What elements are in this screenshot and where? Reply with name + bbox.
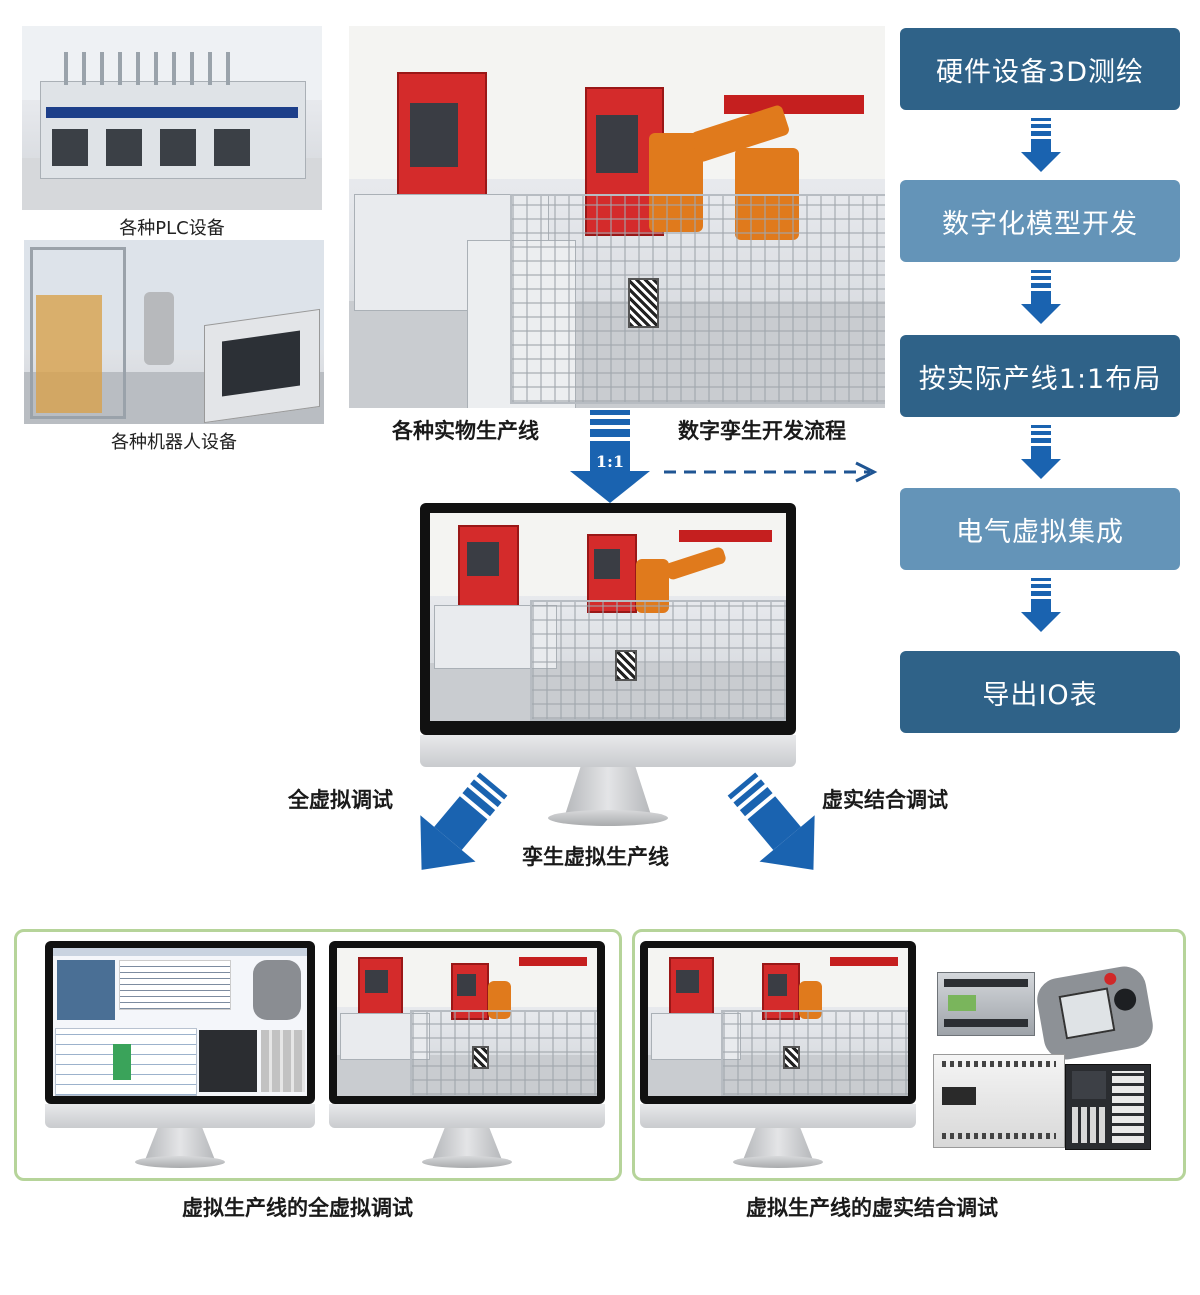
- flow-step-3d-survey: 硬件设备3D测绘: [900, 28, 1180, 110]
- flow-arrow-icon: [1020, 270, 1062, 326]
- dashed-arrow-icon: [660, 460, 890, 484]
- production-line-caption: 各种实物生产线: [392, 415, 539, 445]
- full-virtual-panel: [14, 929, 622, 1181]
- virtual-real-panel: [632, 929, 1186, 1181]
- flow-step-export-io: 导出IO表: [900, 651, 1180, 733]
- plc-caption: 各种PLC设备: [22, 214, 322, 240]
- cnc-controller-icon: [1065, 1064, 1151, 1150]
- flow-arrow-icon: [1020, 118, 1062, 174]
- teach-pendant-icon: [1034, 963, 1157, 1063]
- flow-step-layout: 按实际产线1:1布局: [900, 335, 1180, 417]
- ratio-label: 1:1: [565, 452, 655, 471]
- virtual-line-screen: [337, 948, 597, 1096]
- branch-left-label: 全虚拟调试: [288, 784, 393, 814]
- plc-module-icon: [937, 972, 1035, 1036]
- arrow-down-left-icon: [400, 770, 510, 890]
- plc-equipment-photo: [22, 26, 322, 210]
- robot-equipment-photo: [24, 240, 324, 424]
- arrow-down-right-icon: [725, 770, 835, 890]
- flow-arrow-icon: [1020, 425, 1062, 481]
- flow-step-digital-model: 数字化模型开发: [900, 180, 1180, 262]
- twin-line-label: 孪生虚拟生产线: [522, 841, 669, 871]
- hmi-software-screen: [53, 948, 307, 1096]
- mitsubishi-plc-icon: [933, 1054, 1065, 1148]
- virtual-line-screen: [648, 948, 908, 1096]
- robot-caption: 各种机器人设备: [24, 428, 324, 454]
- process-label: 数字孪生开发流程: [678, 415, 846, 445]
- flow-step-electrical: 电气虚拟集成: [900, 488, 1180, 570]
- bottom-right-caption: 虚拟生产线的虚实结合调试: [746, 1192, 998, 1222]
- bottom-left-caption: 虚拟生产线的全虚拟调试: [182, 1192, 413, 1222]
- branch-right-label: 虚实结合调试: [822, 784, 948, 814]
- flow-arrow-icon: [1020, 578, 1062, 634]
- production-line-photo: [349, 26, 885, 408]
